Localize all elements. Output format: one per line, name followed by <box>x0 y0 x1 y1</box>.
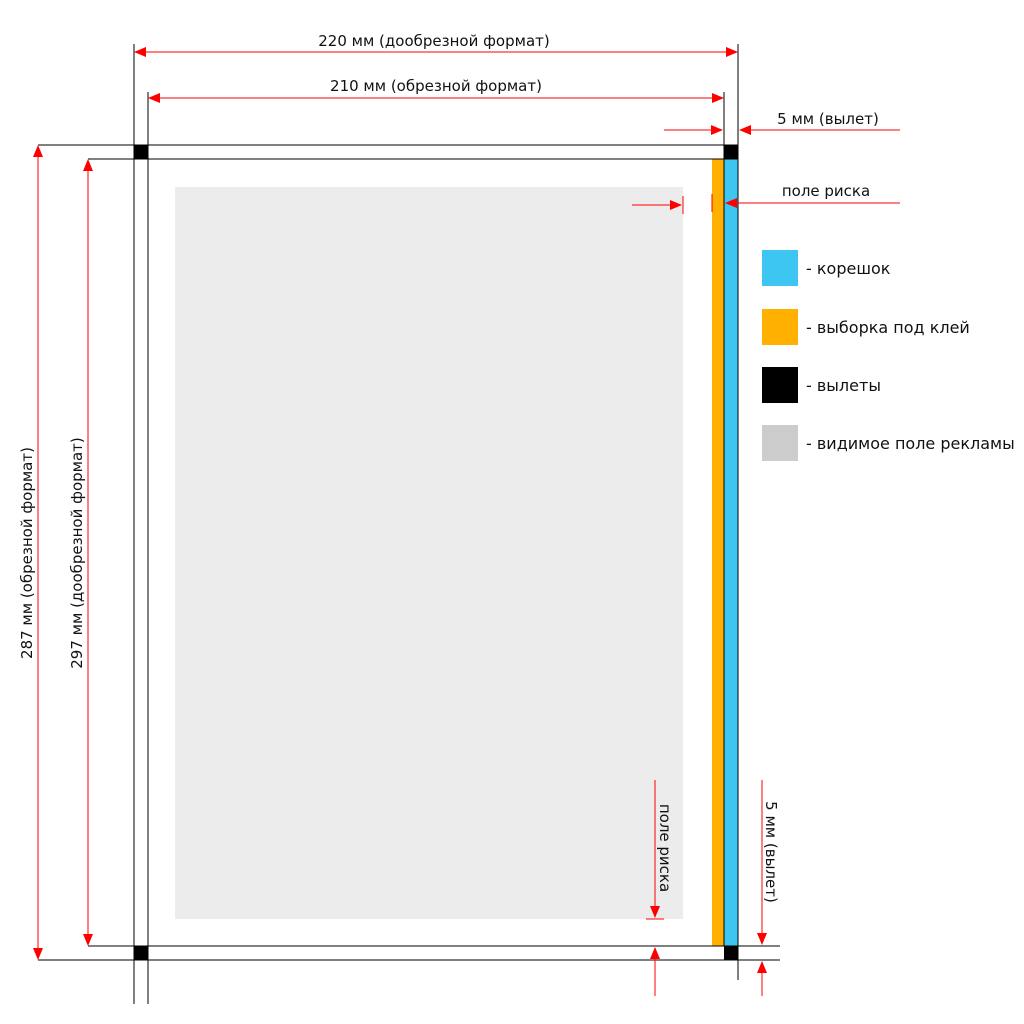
format-lines <box>38 44 780 1004</box>
bleed-markers <box>134 145 738 960</box>
label-bleed-bottom: 5 мм (вылет) <box>762 801 780 903</box>
bleed-marker-bottom-right <box>724 946 738 960</box>
legend-swatch-glue <box>762 309 798 345</box>
bleed-marker-bottom-left <box>134 946 148 960</box>
legend: - корешок - выборка под клей - вылеты - … <box>762 250 1015 461</box>
visible-ad-area <box>175 187 683 919</box>
label-bleed-right: 5 мм (вылет) <box>777 110 879 128</box>
label-risk-top: поле риска <box>782 182 870 200</box>
label-untrimmed-height: 287 мм (обрезной формат) <box>18 447 36 659</box>
legend-swatch-spine <box>762 250 798 286</box>
legend-swatch-bleed <box>762 367 798 403</box>
legend-swatch-visible <box>762 425 798 461</box>
legend-label-spine: - корешок <box>806 259 891 278</box>
legend-label-glue: - выборка под клей <box>806 318 970 337</box>
label-trimmed-height: 297 мм (дообрезной формат) <box>68 437 86 668</box>
dimension-arrows <box>33 47 900 996</box>
glue-strip <box>712 159 724 946</box>
legend-label-visible: - видимое поле рекламы <box>806 434 1015 453</box>
spine-strip <box>724 159 738 946</box>
label-trimmed-width: 210 мм (обрезной формат) <box>330 77 542 95</box>
bleed-marker-top-left <box>134 145 148 159</box>
bleed-marker-top-right <box>724 145 738 159</box>
label-risk-bottom: поле риска <box>656 804 674 892</box>
label-untrimmed-width: 220 мм (дообрезной формат) <box>318 32 549 50</box>
legend-label-bleed: - вылеты <box>806 376 881 395</box>
